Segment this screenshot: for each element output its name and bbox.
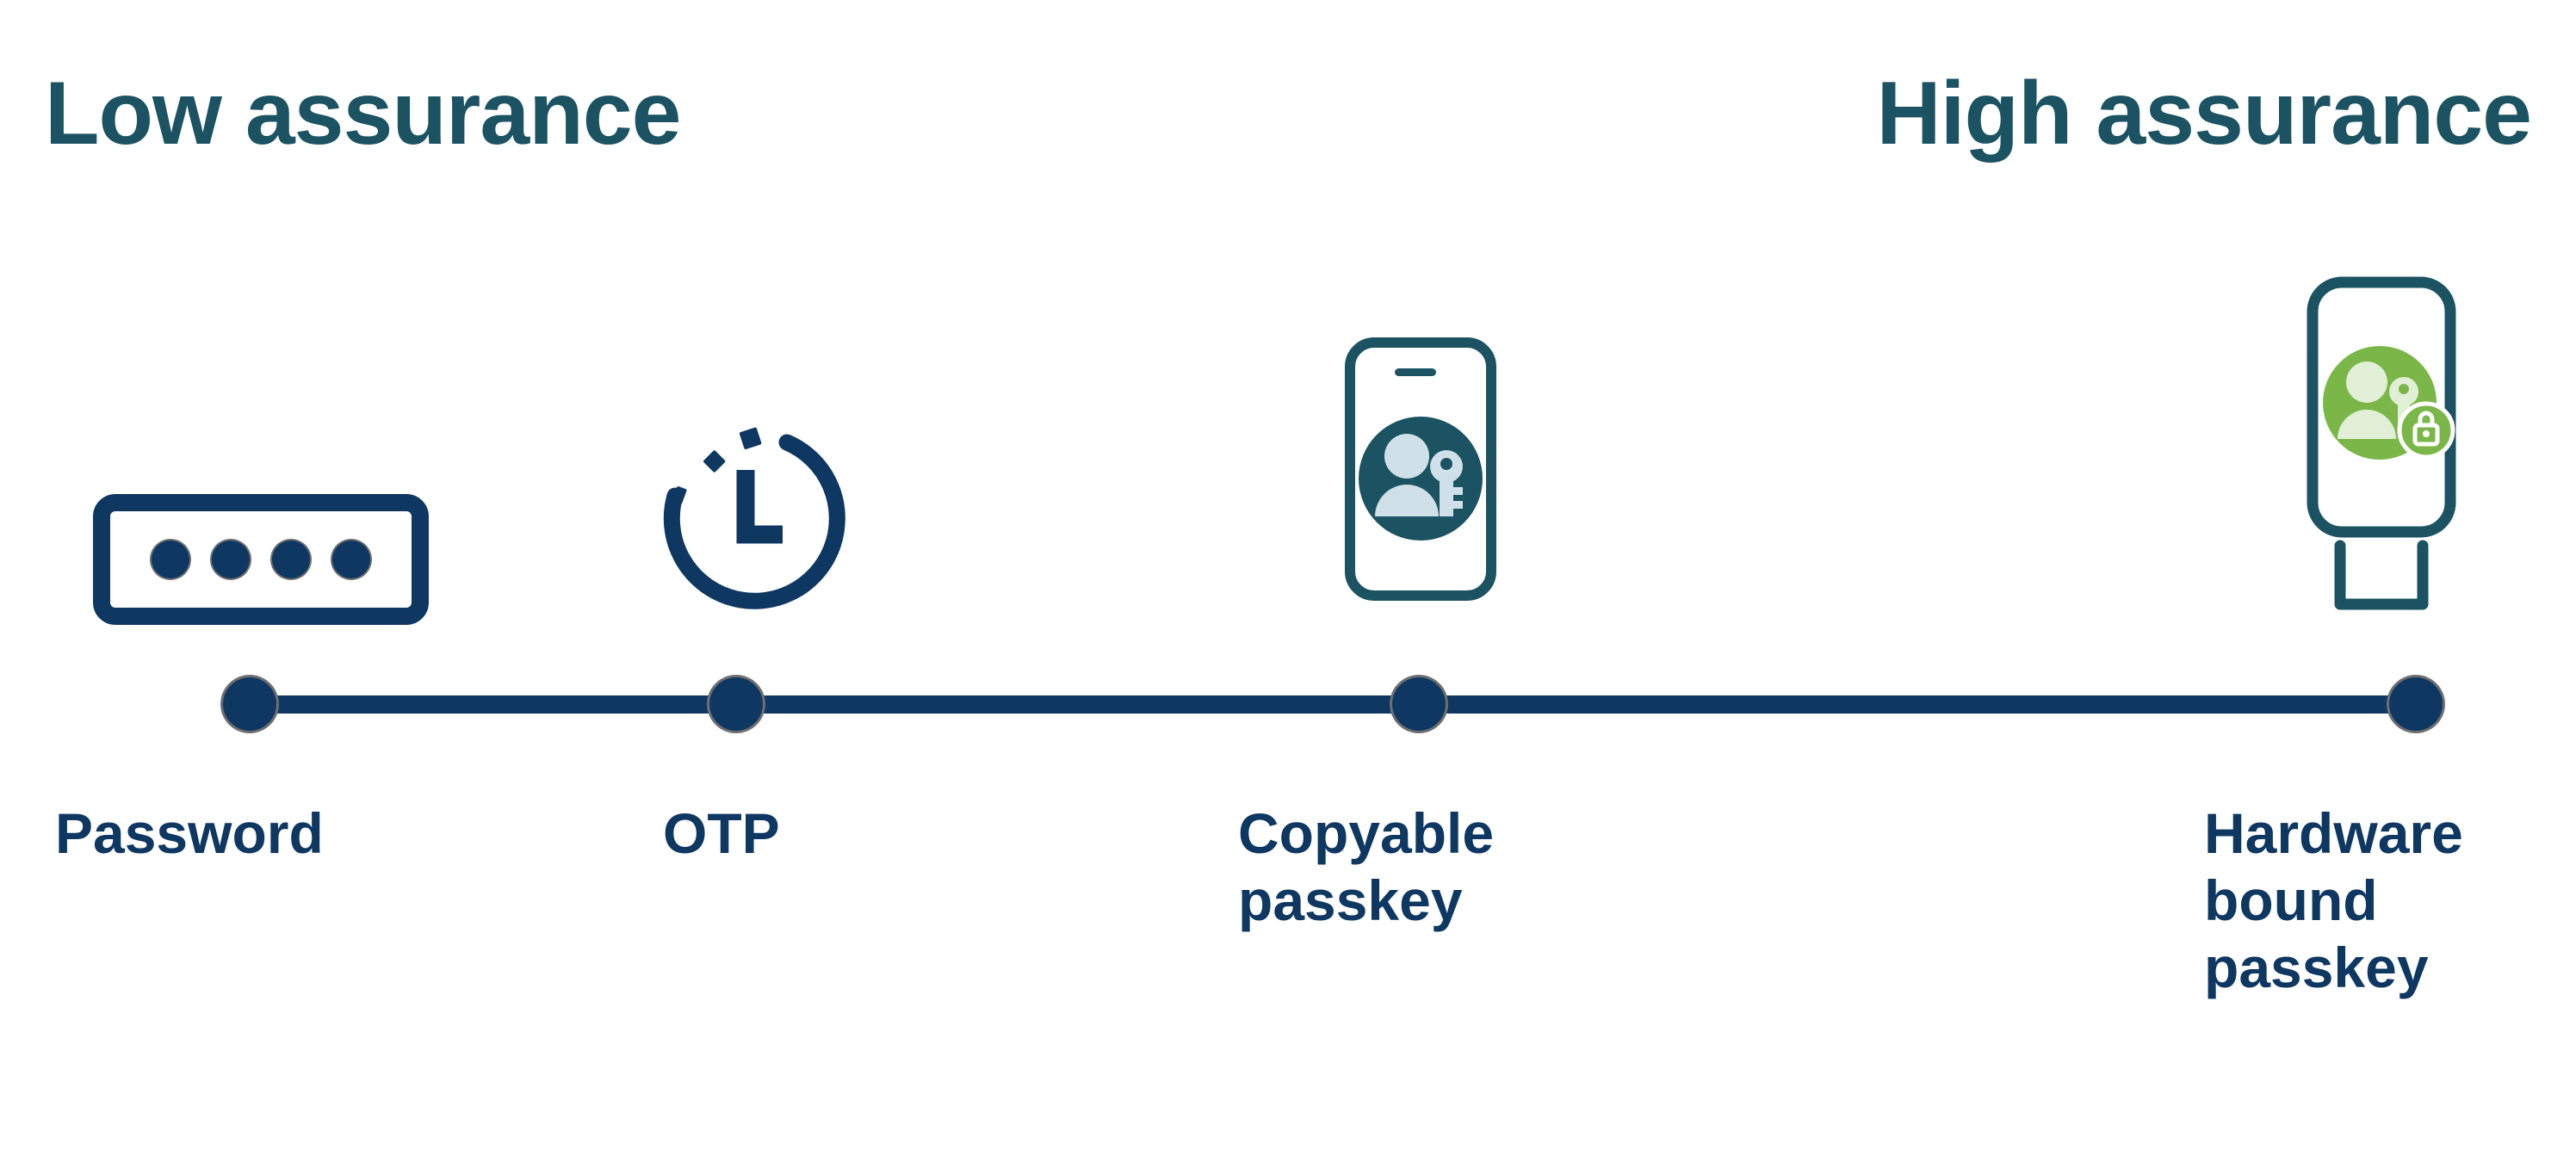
password-dot: [212, 541, 250, 578]
node-label-hardware-bound-passkey: Hardware bound passkey: [2204, 800, 2566, 1002]
security-key-passkey-lock-icon: [2306, 275, 2466, 615]
timeline-dot-copyable-passkey[interactable]: [1392, 677, 1446, 731]
node-label-copyable-passkey: Copyable passkey: [1238, 800, 1600, 935]
node-label-hardware-bound-passkey-line2: bound: [2204, 868, 2378, 932]
password-dot: [332, 541, 370, 578]
node-label-copyable-passkey-line2: passkey: [1238, 868, 1463, 932]
high-assurance-heading: High assurance: [1876, 64, 2532, 164]
password-dot: [272, 541, 310, 578]
timeline-dot-hardware-bound-passkey[interactable]: [2389, 677, 2443, 731]
low-assurance-heading: Low assurance: [45, 64, 681, 164]
clock-timer-icon: [656, 422, 845, 611]
node-label-copyable-passkey-line1: Copyable: [1238, 801, 1495, 865]
node-label-otp: OTP: [663, 801, 780, 865]
password-dot: [152, 541, 189, 578]
password-dots-icon: [93, 494, 429, 625]
phone-passkey-icon: [1343, 336, 1498, 602]
node-label-hardware-bound-passkey-line1: Hardware: [2204, 801, 2463, 865]
node-label-password: Password: [55, 801, 324, 865]
assurance-timeline-track: [223, 677, 2443, 731]
timeline-dot-otp[interactable]: [709, 677, 763, 731]
node-label-hardware-bound-passkey-line3: passkey: [2204, 935, 2429, 999]
timeline-dot-password[interactable]: [223, 677, 276, 731]
